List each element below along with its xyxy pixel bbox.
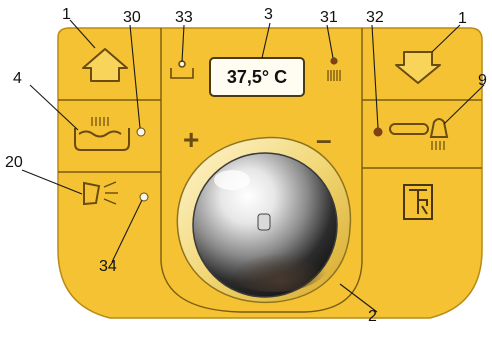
shower-led (139, 192, 149, 202)
plus-label[interactable]: + (183, 124, 200, 155)
pipe-icon (389, 123, 429, 135)
heater-lines-icon (91, 117, 109, 126)
spray-led (373, 127, 383, 137)
shower-head-icon (83, 181, 101, 206)
spray-lines-icon (103, 181, 118, 205)
brand-logo (403, 184, 433, 220)
knob-screw (257, 213, 271, 231)
callout-spray-toggle: 9 (478, 72, 487, 89)
down-arrow-icon (395, 51, 441, 84)
callout-water-fill: 4 (13, 70, 22, 87)
callout-display: 3 (264, 6, 273, 23)
heater-led (330, 57, 338, 65)
callout-tank-icon: 33 (175, 9, 193, 26)
tank-icon (170, 68, 194, 79)
basin-icon (74, 128, 130, 151)
callout-up: 1 (62, 6, 71, 23)
spray-toggle-button[interactable] (389, 118, 449, 150)
control-knob[interactable] (176, 136, 352, 304)
callout-heater-led: 31 (320, 9, 338, 26)
minus-label[interactable]: – (316, 124, 332, 155)
temperature-display (209, 57, 305, 97)
callout-down: 1 (458, 10, 467, 27)
water-fill-led (136, 127, 146, 137)
shower-button[interactable] (83, 181, 118, 206)
heater-indicator (327, 57, 341, 81)
nozzle-icon (429, 118, 449, 138)
water-fill-button[interactable] (74, 117, 130, 151)
callout-led-water: 30 (123, 9, 141, 26)
up-arrow-icon (82, 48, 128, 82)
callout-knob: 2 (368, 308, 377, 325)
callout-led-spray: 32 (366, 9, 384, 26)
down-arrow-button[interactable] (395, 51, 441, 84)
callout-led-shower: 34 (99, 258, 117, 275)
temperature-readout: 37,5° C (226, 66, 288, 87)
water-wave-icon (78, 130, 122, 138)
callout-shower: 20 (5, 154, 23, 171)
up-arrow-button[interactable] (82, 48, 128, 82)
